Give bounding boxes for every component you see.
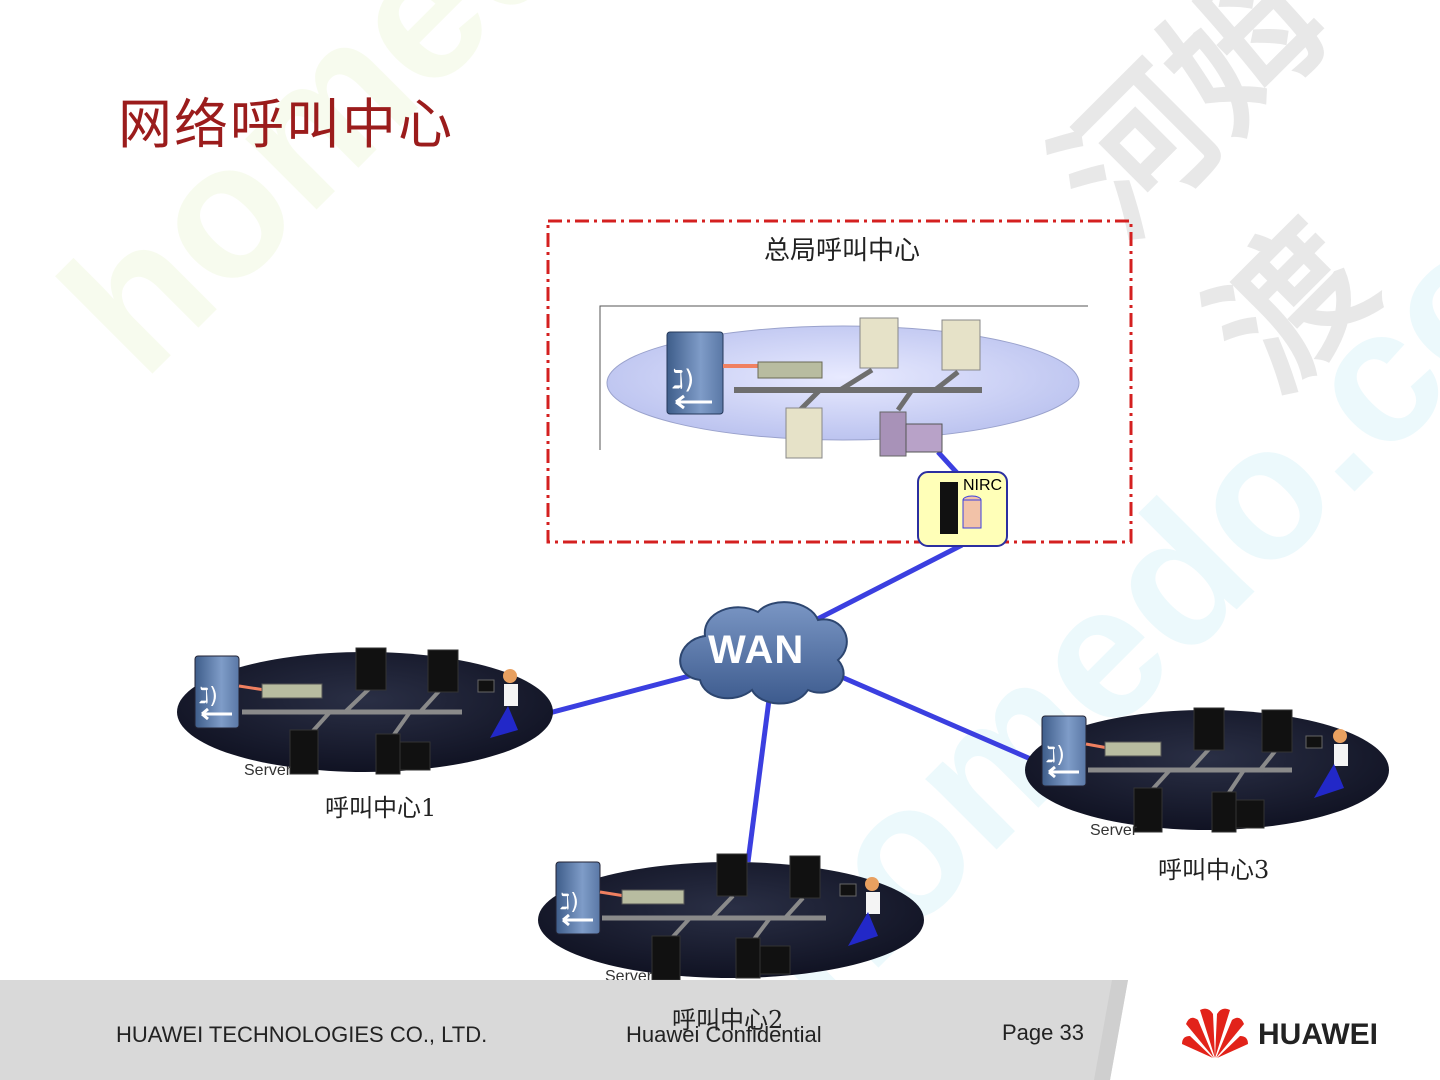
link-wan-cc3 [829, 669, 1034, 763]
cc3-label: 呼叫中心3 [1158, 856, 1270, 884]
cc1-agent-icon [503, 669, 517, 683]
cc2-label: 呼叫中心2 [672, 1006, 784, 1034]
cc1-server-icon-2 [427, 649, 459, 693]
svg-text:ℷ): ℷ) [1046, 743, 1065, 768]
cc3-workstation-icon [1211, 791, 1237, 833]
cc3-server-icon-3 [1133, 787, 1163, 833]
cc1-workstation-icon [375, 733, 401, 775]
huawei-logo-icon [1182, 1008, 1248, 1058]
nirc-node [917, 471, 1008, 547]
cc3-server-icon-1 [1193, 707, 1225, 751]
cc1-server-icon-3 [289, 729, 319, 775]
hq-workstation-icon [879, 411, 907, 457]
footer-confidential: Huawei Confidential [626, 1022, 822, 1047]
call-center-2: ℷ) [538, 853, 924, 981]
cc1-label: 呼叫中心1 [325, 794, 437, 822]
call-center-1: ℷ) [177, 647, 553, 775]
svg-text:ℷ): ℷ) [199, 684, 218, 709]
wan-cloud [679, 601, 848, 705]
hq-inner-frame [599, 305, 1088, 450]
call-center-3: ℷ) [1025, 707, 1389, 833]
slide-title: 网络呼叫中心 [118, 93, 454, 156]
hq-boundary [546, 219, 1133, 544]
hq-label: 总局呼叫中心 [764, 236, 921, 266]
cc2-server-icon-1 [716, 853, 748, 897]
hq-pbx-icon [666, 331, 724, 415]
cc1-server-icon-1 [355, 647, 387, 691]
hq-server-icon-2 [941, 319, 981, 371]
cc3-gateway-icon [1104, 741, 1162, 757]
hq-gateway-icon [757, 361, 823, 379]
wan-label: WAN [708, 628, 805, 672]
hq-server-icon-1 [859, 317, 899, 369]
cc1-monitor-icon [399, 741, 431, 771]
wan-cloud-shape [679, 601, 848, 705]
footer-company: HUAWEI TECHNOLOGIES CO., LTD. [116, 1022, 488, 1047]
hq-server-icon-3 [785, 407, 823, 459]
cc2-workstation-icon [735, 937, 761, 979]
link-hq-nirc [936, 450, 960, 476]
cc3-agent-icon [1333, 729, 1347, 743]
cc2-server-icon-2 [789, 855, 821, 899]
cc1-server-label: Server [244, 762, 292, 779]
cc2-server-icon-3 [651, 935, 681, 981]
link-nirc-wan [798, 542, 964, 631]
cc3-monitor-icon [1235, 799, 1265, 829]
nirc-server-icon [940, 482, 958, 534]
cc2-monitor-icon [759, 945, 791, 975]
hq-equipment: ℷ) [666, 317, 982, 459]
nirc-label: NIRC [963, 477, 1003, 494]
footer-page-number: Page 33 [1002, 1020, 1084, 1045]
svg-text:ℷ): ℷ) [672, 365, 694, 395]
cc2-gateway-icon [621, 889, 685, 905]
footer-brand: HUAWEI [1258, 1018, 1378, 1051]
cc1-gateway-icon [261, 683, 323, 699]
svg-text:ℷ): ℷ) [560, 890, 579, 915]
cc3-server-icon-2 [1261, 709, 1293, 753]
cc2-agent-icon [865, 877, 879, 891]
cc3-server-label: Server [1090, 822, 1138, 839]
link-wan-cc2 [745, 691, 773, 863]
hq-monitor-icon [905, 423, 943, 453]
